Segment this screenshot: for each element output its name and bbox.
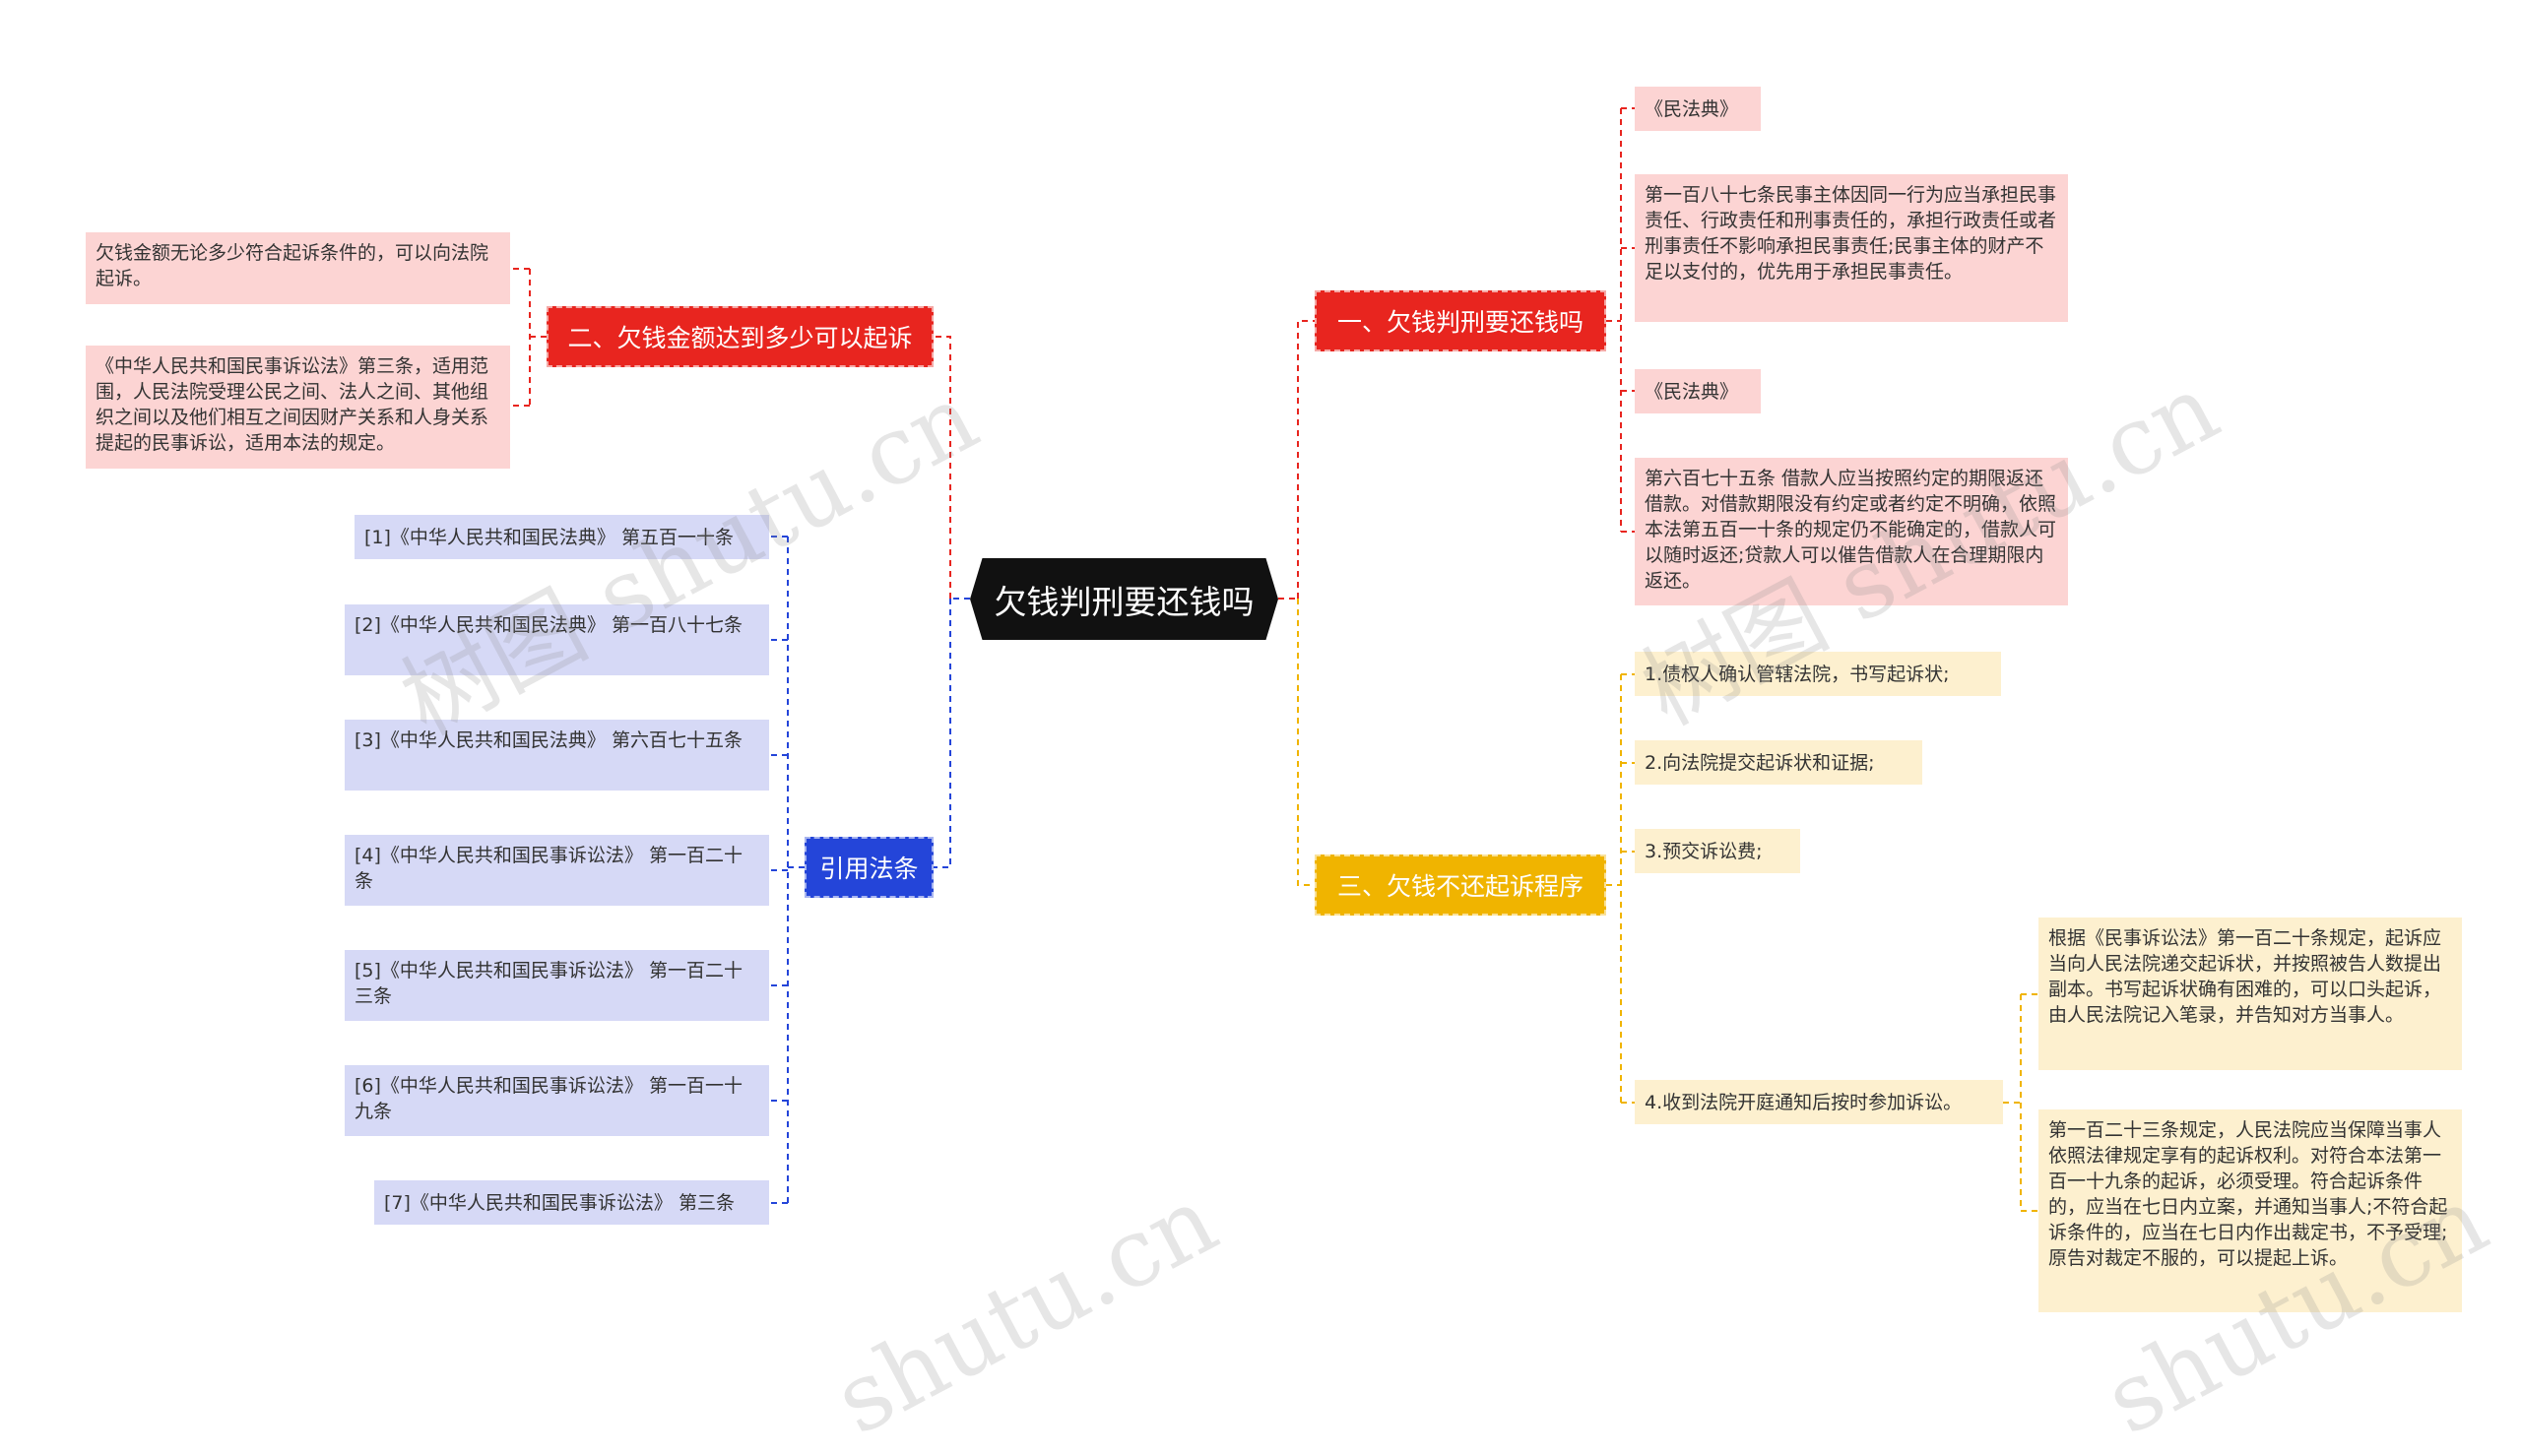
leaf-b4-4[interactable]: [4]《中华人民共和国民事诉讼法》 第一百二十条 <box>345 835 769 906</box>
leaf-b1-2[interactable]: 第一百八十七条民事主体因同一行为应当承担民事责任、行政责任和刑事责任的，承担行政… <box>1635 174 2068 322</box>
leaf-b3-4[interactable]: 4.收到法院开庭通知后按时参加诉讼。 <box>1635 1080 2003 1124</box>
subleaf-b3-2[interactable]: 第一百二十三条规定，人民法院应当保障当事人依照法律规定享有的起诉权利。对符合本法… <box>2038 1109 2462 1312</box>
leaf-b4-2[interactable]: [2]《中华人民共和国民法典》 第一百八十七条 <box>345 604 769 675</box>
branch-node-1[interactable]: 一、欠钱判刑要还钱吗 <box>1315 290 1606 351</box>
leaf-b1-1[interactable]: 《民法典》 <box>1635 87 1761 131</box>
branch-node-3[interactable]: 三、欠钱不还起诉程序 <box>1315 855 1606 916</box>
watermark-3: shutu.cn <box>817 1165 1234 1456</box>
branch-node-4[interactable]: 引用法条 <box>805 837 934 898</box>
leaf-b3-1[interactable]: 1.债权人确认管辖法院，书写起诉状; <box>1635 652 2001 696</box>
leaf-b2-2[interactable]: 《中华人民共和国民事诉讼法》第三条，适用范围，人民法院受理公民之间、法人之间、其… <box>86 346 510 469</box>
branch-node-2[interactable]: 二、欠钱金额达到多少可以起诉 <box>547 306 934 367</box>
subleaf-b3-1[interactable]: 根据《民事诉讼法》第一百二十条规定，起诉应当向人民法院递交起诉状，并按照被告人数… <box>2038 918 2462 1070</box>
leaf-b1-4[interactable]: 第六百七十五条 借款人应当按照约定的期限返还借款。对借款期限没有约定或者约定不明… <box>1635 458 2068 605</box>
leaf-b2-1[interactable]: 欠钱金额无论多少符合起诉条件的，可以向法院起诉。 <box>86 232 510 304</box>
leaf-b4-7[interactable]: [7]《中华人民共和国民事诉讼法》 第三条 <box>374 1180 769 1225</box>
leaf-b4-5[interactable]: [5]《中华人民共和国民事诉讼法》 第一百二十三条 <box>345 950 769 1021</box>
leaf-b3-2[interactable]: 2.向法院提交起诉状和证据; <box>1635 740 1922 785</box>
leaf-b1-3[interactable]: 《民法典》 <box>1635 369 1761 413</box>
leaf-b4-3[interactable]: [3]《中华人民共和国民法典》 第六百七十五条 <box>345 720 769 791</box>
root-node[interactable]: 欠钱判刑要还钱吗 <box>970 558 1278 640</box>
leaf-b3-3[interactable]: 3.预交诉讼费; <box>1635 829 1800 873</box>
leaf-b4-1[interactable]: [1]《中华人民共和国民法典》 第五百一十条 <box>355 515 769 559</box>
leaf-b4-6[interactable]: [6]《中华人民共和国民事诉讼法》 第一百一十九条 <box>345 1065 769 1136</box>
